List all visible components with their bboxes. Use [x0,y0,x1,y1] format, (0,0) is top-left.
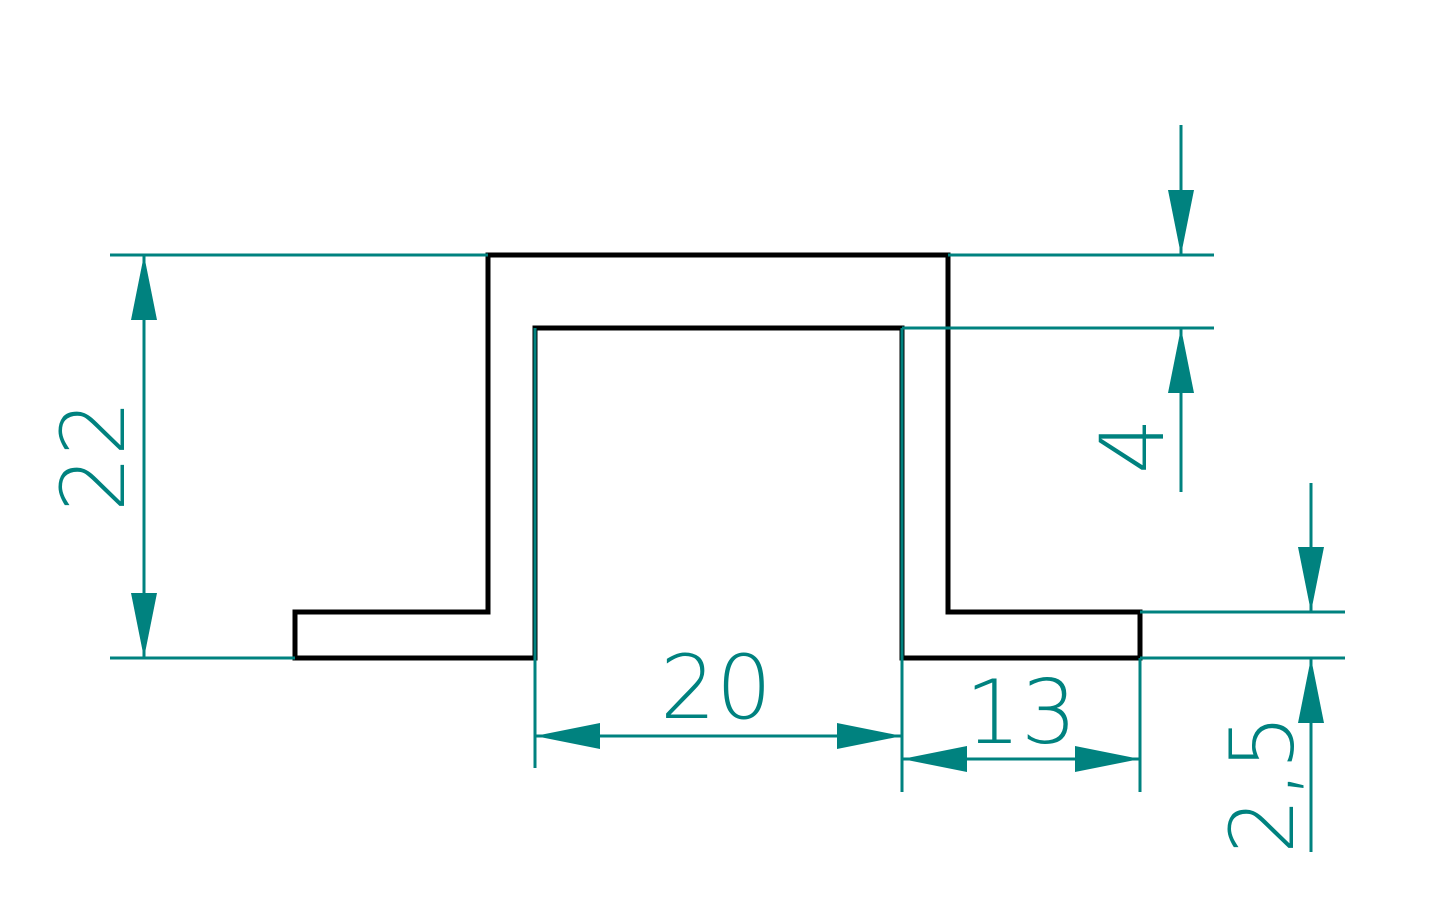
dimension-height-total: 22 [42,255,157,658]
dimension-flange-width: 13 [902,661,1140,772]
dim-label-inner-width: 20 [660,636,772,739]
dim-label-flange-thickness: 2,5 [1211,714,1314,854]
dimension-flange-thickness: 2,5 [1211,483,1324,854]
dim-label-top-thickness: 4 [1081,418,1184,474]
dimension-inner-width: 20 [535,636,902,749]
dimension-top-thickness: 4 [1081,125,1194,492]
dim-label-height-total: 22 [42,400,145,512]
dim-label-flange-width: 13 [965,661,1077,764]
profile-outline [292,252,1143,661]
